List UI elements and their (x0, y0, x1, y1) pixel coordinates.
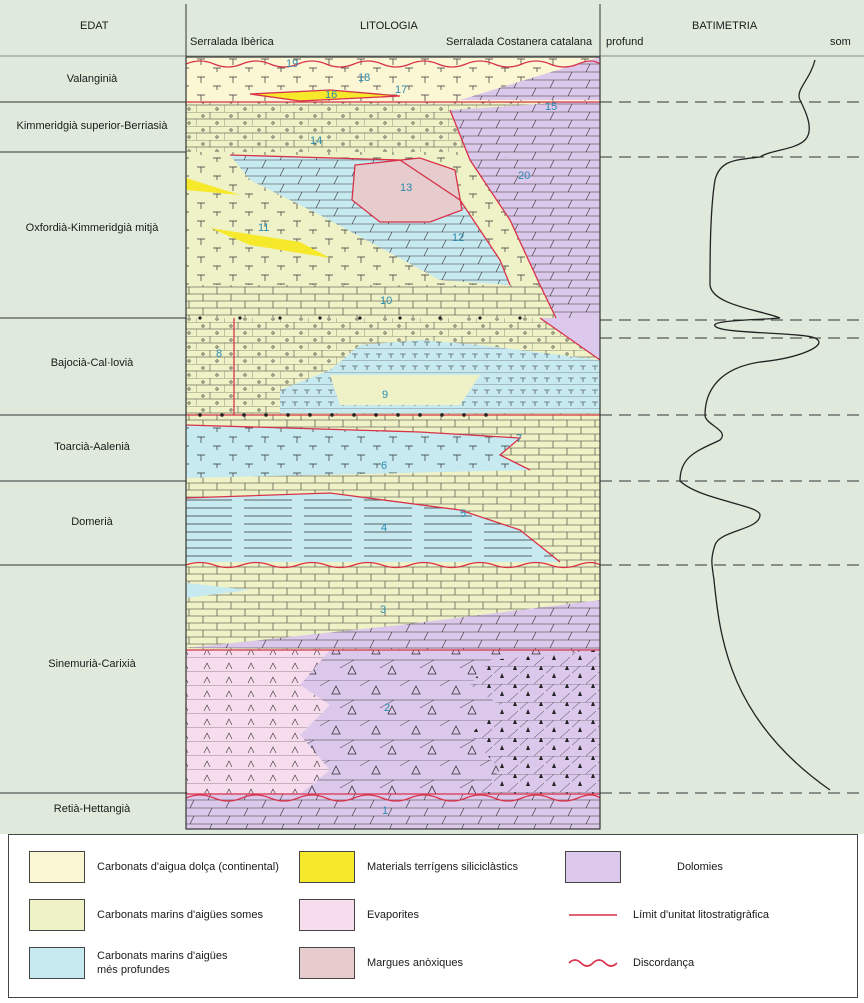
legend-item: Carbonats marins d'aigües més profundes (29, 947, 228, 979)
unit-number: 12 (452, 232, 465, 244)
lithology-column-title: LITOLOGIA (360, 20, 418, 32)
age-column-title: EDAT (80, 20, 109, 32)
legend-swatch (299, 947, 355, 979)
left-range-label: Serralada Ibèrica (190, 36, 274, 48)
legend-item: Carbonats marins d'aigües somes (29, 899, 263, 931)
unit-number: 7 (516, 433, 523, 445)
unit-number: 2 (384, 702, 391, 714)
age-label: Sinemurià-Carixià (48, 658, 136, 670)
age-label: Domerià (71, 516, 113, 528)
lithology-column (185, 56, 601, 830)
age-label: Toarcià-Aalenià (54, 441, 130, 453)
legend-swatch (29, 851, 85, 883)
unit-number: 6 (381, 460, 388, 472)
legend-item: Materials terrígens siliciclàstics (299, 851, 518, 883)
legend-label: Margues anòxiques (367, 957, 464, 969)
legend-label: Discordança (633, 957, 695, 969)
legend-item: Evaporites (299, 899, 419, 931)
legend-label: Límit d'unitat litostratigràfica (633, 909, 769, 921)
age-label: Oxfordià-Kimmeridgià mitjà (25, 222, 159, 234)
age-label: Retià-Hettangià (53, 803, 131, 815)
age-label: Kimmeridgià superior-Berriasià (16, 120, 168, 132)
legend-item: Discordança (565, 947, 694, 979)
age-boundaries (0, 101, 186, 794)
legend-item: Dolomies (565, 851, 723, 883)
unit-number: 8 (216, 348, 223, 360)
unit-number: 17 (395, 84, 408, 96)
legend-label: Evaporites (367, 909, 419, 921)
deep-label: profund (606, 36, 644, 48)
unit-number: 16 (325, 89, 338, 101)
legend-swatch (565, 851, 621, 883)
boundary-line-icon (569, 914, 617, 916)
bathymetry-dashes (600, 101, 860, 794)
legend-label: Carbonats marins d'aigües més profundes (97, 950, 228, 976)
unit-number: 15 (545, 101, 558, 113)
unit-number: 19 (286, 58, 299, 70)
legend-swatch (299, 899, 355, 931)
legend-label: Materials terrígens siliciclàstics (367, 861, 518, 873)
unit-13-anoxic-marl (352, 158, 462, 222)
bathymetry-curve (679, 59, 831, 791)
unit-number: 13 (400, 182, 413, 194)
terrigenous-lens (210, 228, 330, 258)
unit-number: 18 (358, 72, 371, 84)
unit-number: 4 (381, 522, 388, 534)
bathymetry-column-title: BATIMETRIA (692, 20, 758, 32)
age-label: Bajocià-Cal·lovià (50, 357, 134, 369)
legend-swatch (29, 899, 85, 931)
header-lines (0, 4, 864, 57)
unit-number: 9 (382, 389, 389, 401)
unit-number: 10 (380, 295, 393, 307)
unit-number: 14 (310, 135, 323, 147)
unit-number: 11 (258, 222, 270, 234)
legend-label: Dolomies (677, 861, 723, 873)
legend-label: Carbonats d'aigua dolça (continental) (97, 861, 279, 873)
unit-number: 1 (382, 805, 389, 817)
legend: Carbonats d'aigua dolça (continental) Ma… (8, 834, 858, 998)
legend-swatch (29, 947, 85, 979)
legend-item: Límit d'unitat litostratigràfica (565, 899, 769, 931)
shallow-label: som (830, 36, 851, 48)
stratigraphic-chart (0, 0, 864, 834)
legend-item: Margues anòxiques (299, 947, 463, 979)
legend-label: Carbonats marins d'aigües somes (97, 909, 263, 921)
unit-number: 3 (380, 604, 387, 616)
legend-item: Carbonats d'aigua dolça (continental) (29, 851, 279, 883)
age-label: Valanginià (66, 73, 118, 85)
unit-number: 20 (518, 170, 531, 182)
legend-swatch (299, 851, 355, 883)
unit-number: 5 (460, 508, 467, 520)
right-range-label: Serralada Costanera catalana (446, 36, 593, 48)
unconformity-wave-icon (568, 959, 618, 967)
